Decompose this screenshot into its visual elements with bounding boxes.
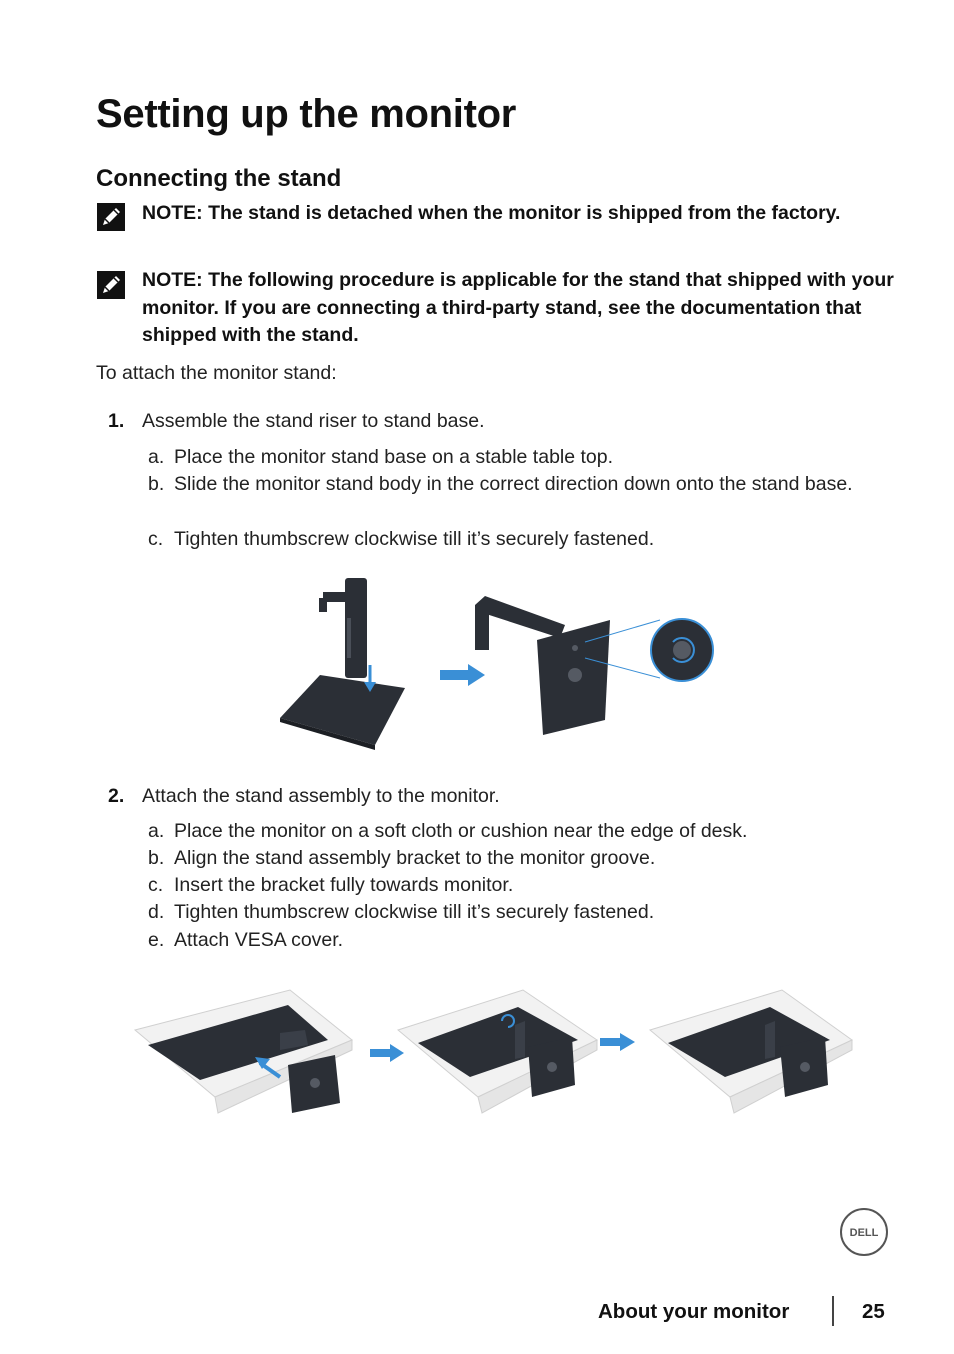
section-title: Connecting the stand (96, 165, 342, 192)
blue-arrow-icon (600, 1038, 622, 1046)
page-number: 25 (862, 1300, 885, 1323)
note-detached: NOTE: The stand is detached when the mon… (142, 202, 841, 224)
substep-text: Tighten thumbscrew clockwise till it’s s… (174, 901, 655, 923)
attach-panel-1 (133, 989, 353, 1114)
substep: c. Insert the bracket fully towards monit… (148, 872, 894, 899)
note-third-party: NOTE: The following procedure is applica… (142, 269, 894, 346)
page-title: Setting up the monitor (96, 92, 517, 136)
stand-assembly-illustration (280, 578, 714, 750)
substep-letter: d. (148, 901, 165, 923)
note-pencil-icon (97, 203, 125, 231)
substep-letter: b. (148, 473, 165, 495)
step-text: Assemble the stand riser to stand base. (142, 410, 485, 432)
substep: b. Align the stand assembly bracket to th… (148, 845, 894, 872)
blue-arrow-icon (370, 1049, 392, 1057)
note-pencil-icon (97, 271, 125, 299)
svg-text:DELL: DELL (850, 1227, 879, 1239)
stand-base (280, 675, 405, 745)
substep-letter: e. (148, 929, 165, 951)
substep-text: Align the stand assembly bracket to the … (174, 847, 656, 869)
substep-letter: a. (148, 446, 165, 468)
substep-letter: a. (148, 820, 165, 842)
substep-text: Tighten thumbscrew clockwise till it’s s… (174, 528, 655, 550)
substep-letter: c. (148, 528, 164, 550)
substep-text: Insert the bracket fully towards monitor… (174, 874, 514, 896)
substep: e. Attach VESA cover. (148, 927, 894, 954)
footer-separator (832, 1296, 834, 1326)
monitor-attach-illustration (133, 989, 853, 1114)
step-text: Attach the stand assembly to the monitor… (142, 785, 500, 807)
dell-logo: DELL (840, 1208, 888, 1256)
substep-letter: c. (148, 874, 164, 896)
substep-text: Place the monitor stand base on a stable… (174, 446, 614, 468)
substep: b. Slide the monitor stand body in the co… (148, 471, 894, 498)
substep: a. Place the monitor on a soft cloth or c… (148, 818, 894, 845)
intro-text: To attach the monitor stand: (96, 362, 337, 384)
step-number: 2. (108, 785, 125, 807)
substep-letter: b. (148, 847, 165, 869)
blue-arrow-icon (440, 670, 470, 680)
substep-text: Slide the monitor stand body in the corr… (174, 473, 853, 495)
step-number: 1. (108, 410, 125, 432)
substep: d. Tighten thumbscrew clockwise till it’s… (148, 899, 894, 926)
attach-panel-3 (648, 989, 853, 1114)
attach-panel-2 (396, 989, 599, 1114)
substep: a. Place the monitor stand base on a stab… (148, 444, 894, 471)
substep-text: Attach VESA cover. (174, 929, 344, 951)
substep: c. Tighten thumbscrew clockwise till it’s… (148, 526, 894, 553)
footer-section-title: About your monitor (598, 1300, 790, 1323)
substep-text: Place the monitor on a soft cloth or cus… (174, 820, 748, 842)
